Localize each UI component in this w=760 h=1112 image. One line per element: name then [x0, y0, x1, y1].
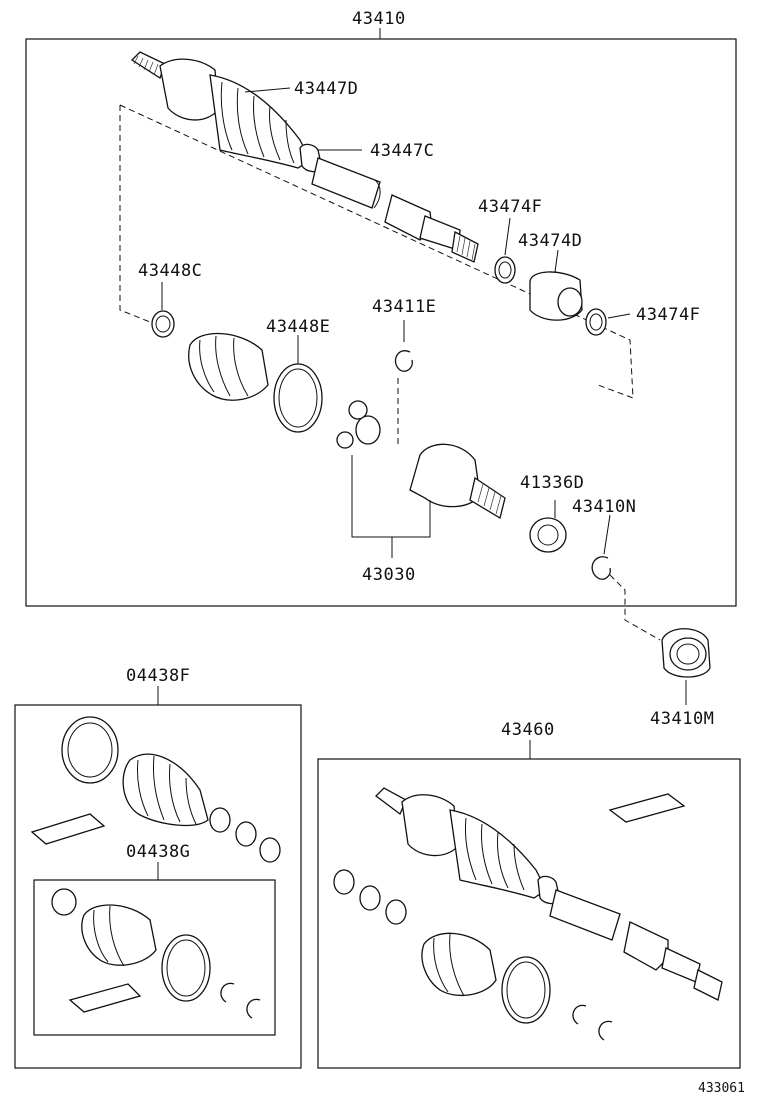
label-43448C[interactable]: 43448C — [138, 261, 202, 281]
seal-41336D[interactable] — [529, 500, 567, 553]
label-43448E[interactable]: 43448E — [266, 317, 330, 337]
kit-outer-boot[interactable] — [122, 753, 209, 827]
figure-number: 433061 — [698, 1081, 745, 1096]
damper-43474D[interactable] — [529, 271, 583, 321]
label-43474F-lower[interactable]: 43474F — [636, 305, 700, 325]
assembly-box-43410: 43410 — [25, 9, 737, 607]
label-43030[interactable]: 43030 — [362, 565, 416, 585]
inner-joint-43030[interactable] — [336, 400, 506, 558]
label-04438F[interactable]: 04438F — [126, 666, 190, 686]
label-43410[interactable]: 43410 — [352, 9, 406, 29]
label-43447C[interactable]: 43447C — [370, 141, 434, 161]
label-43411E[interactable]: 43411E — [372, 297, 436, 317]
label-43410M[interactable]: 43410M — [650, 709, 714, 729]
clamp-43448C[interactable] — [151, 310, 175, 338]
snap-ring-43411E[interactable] — [394, 350, 413, 372]
label-43474F-upper[interactable]: 43474F — [478, 197, 542, 217]
clamp-43474F-lower[interactable] — [585, 308, 607, 336]
snap-ring-43410N[interactable] — [591, 514, 611, 580]
boot-kit-box-04438F: 04438F 04438G — [14, 666, 302, 1069]
kit-large-clamp[interactable] — [61, 716, 119, 784]
clamp-43474F-upper[interactable] — [494, 256, 516, 284]
label-04438G[interactable]: 04438G — [126, 842, 190, 862]
drive-shaft-upper[interactable] — [130, 51, 479, 263]
drive-shaft-lower[interactable] — [375, 787, 723, 1001]
shaft-box-43460: 43460 — [317, 720, 741, 1069]
label-43447D[interactable]: 43447D — [294, 79, 358, 99]
boot-43448E[interactable] — [188, 332, 323, 433]
label-41336D[interactable]: 41336D — [520, 473, 584, 493]
bearing-43410M[interactable] — [661, 628, 711, 705]
label-43410N[interactable]: 43410N — [572, 497, 636, 517]
label-43474D[interactable]: 43474D — [518, 231, 582, 251]
label-43460[interactable]: 43460 — [501, 720, 555, 740]
